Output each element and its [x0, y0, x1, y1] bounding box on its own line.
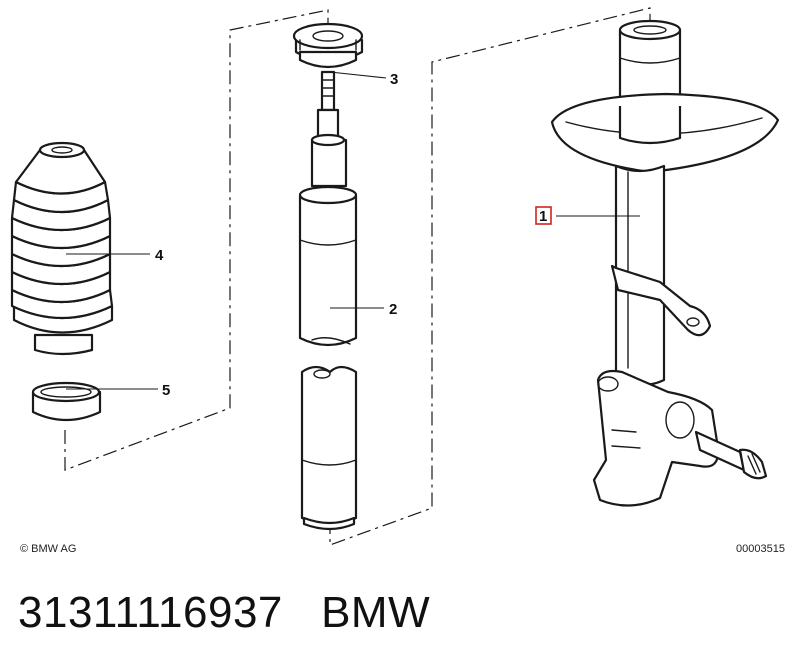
callout-2[interactable]: 2 [389, 301, 397, 318]
suspension-strut-assembly [550, 19, 780, 507]
bushing-ring [31, 381, 102, 422]
assembly-guide-lines [64, 7, 651, 546]
exploded-parts-diagram: 1 2 3 4 5 © BMW AG 00003515 [10, 7, 785, 555]
top-mount-nut [292, 22, 364, 69]
brand-name: BMW [321, 588, 431, 637]
callout-3[interactable]: 3 [390, 71, 398, 88]
leader-lines [66, 71, 640, 390]
callout-4[interactable]: 4 [155, 247, 164, 264]
drawing-number: 00003515 [736, 543, 785, 555]
copyright-text: © BMW AG [20, 543, 76, 555]
part-number-caption: 31311116937 BMW [18, 588, 430, 638]
callout-1[interactable]: 1 [539, 208, 547, 225]
callout-1-highlight [535, 206, 552, 225]
callouts: 1 2 3 4 5 [155, 71, 552, 399]
callout-5[interactable]: 5 [162, 382, 170, 399]
dust-boot-bellows [10, 141, 114, 356]
part-number: 31311116937 [18, 588, 283, 637]
shock-absorber-insert [298, 70, 358, 531]
